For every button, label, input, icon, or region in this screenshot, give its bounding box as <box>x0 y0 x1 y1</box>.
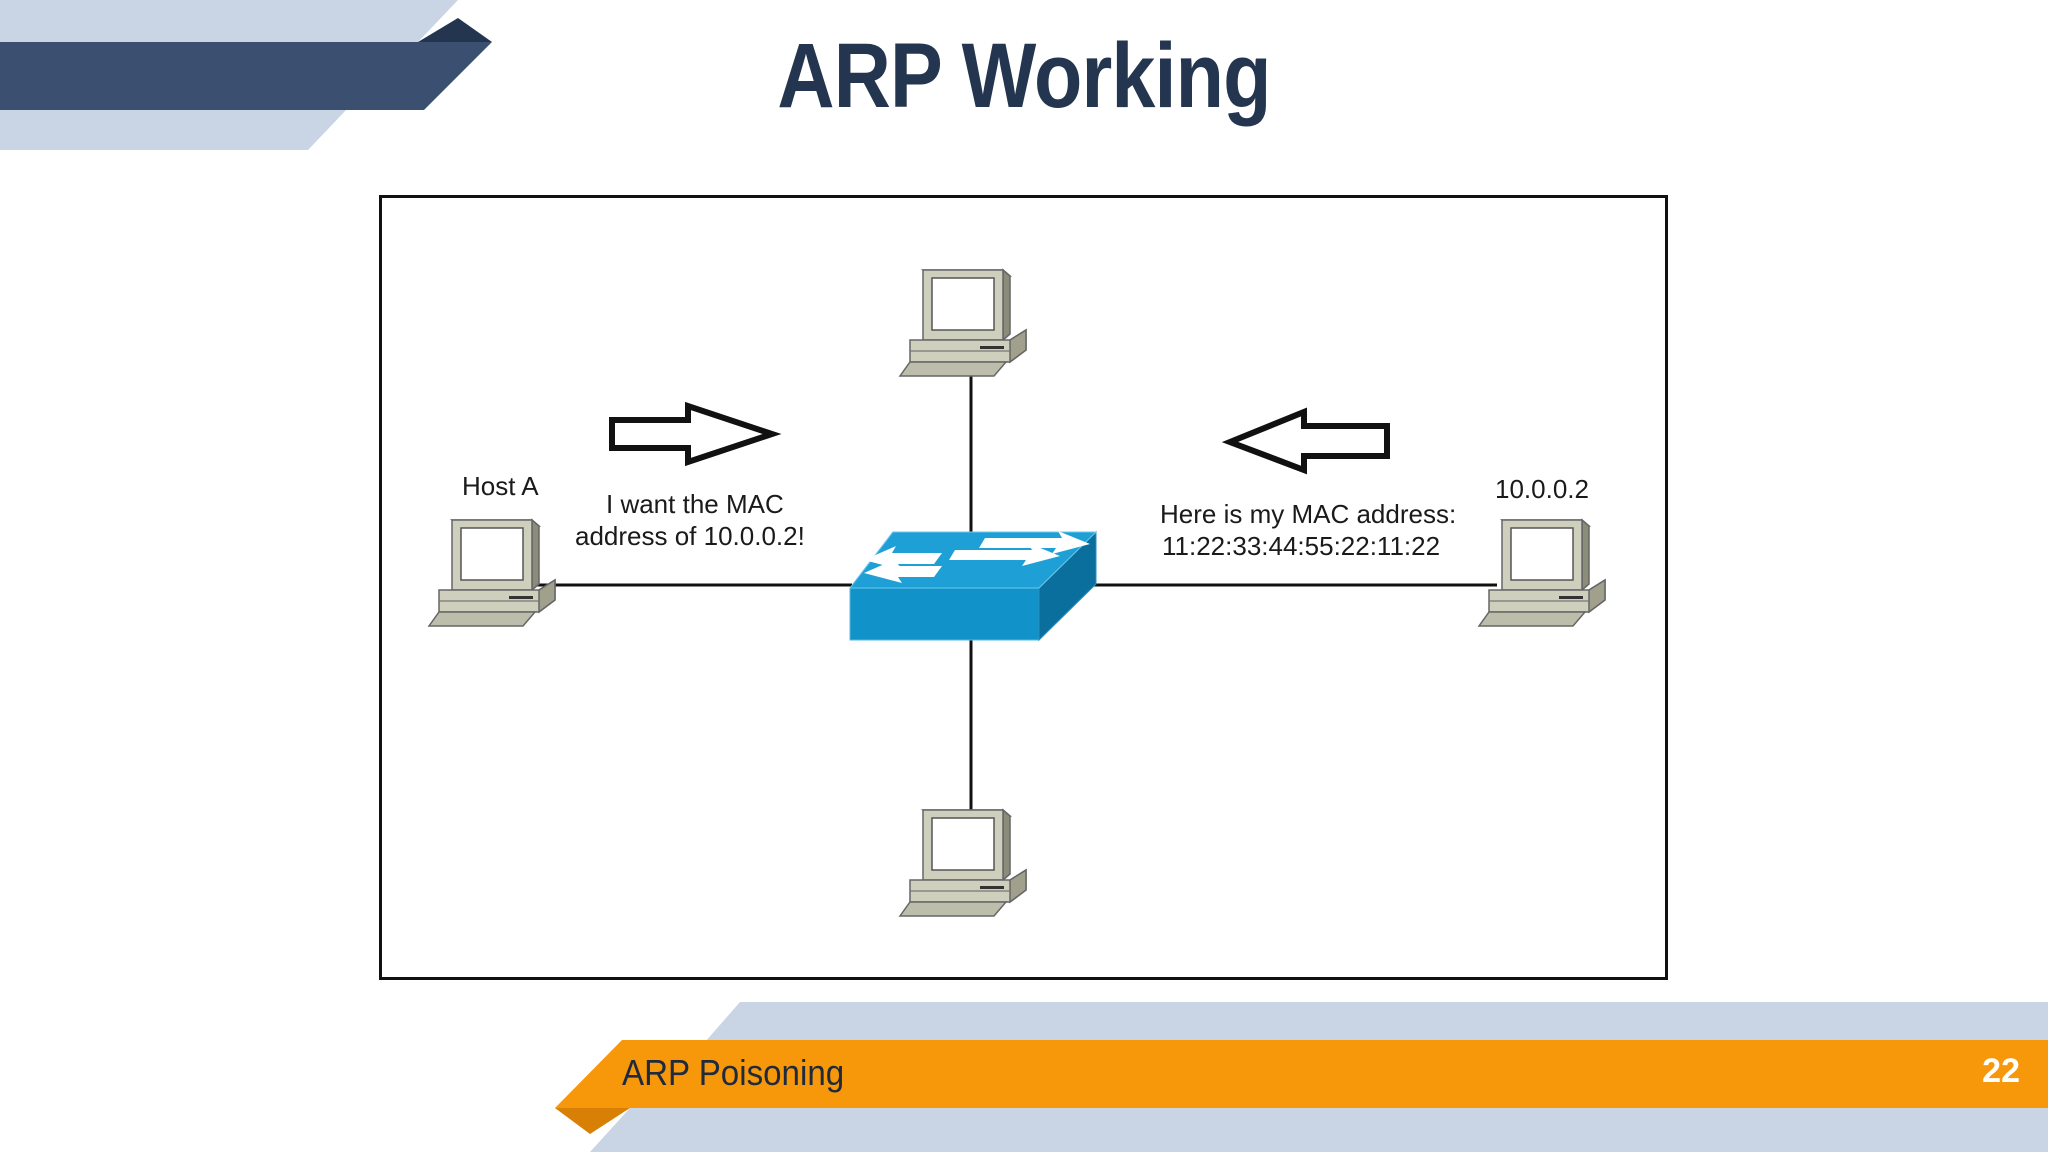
top-computer-icon <box>899 269 1027 377</box>
request-arrow-icon <box>609 401 782 467</box>
top-left-dark-banner-tip <box>418 18 492 42</box>
bottom-light-band-lower <box>590 1108 2048 1152</box>
top-left-light-band <box>0 0 458 42</box>
request-message-line2: address of 10.0.0.2! <box>575 521 805 551</box>
host-a-computer-icon <box>428 519 556 627</box>
host-a-label: Host A <box>462 471 539 501</box>
arp-diagram <box>428 269 1606 917</box>
footer-orange-banner <box>555 1040 2048 1108</box>
network-switch-icon <box>848 530 1098 642</box>
arp-diagram-frame: Host A I want the MAC address of 10.0.0.… <box>379 195 1668 980</box>
bottom-computer-icon <box>899 809 1027 917</box>
reply-message-line2: 11:22:33:44:55:22:11:22 <box>1162 531 1441 561</box>
bottom-light-band-upper <box>705 1002 2048 1042</box>
footer-title: ARP Poisoning <box>622 1052 845 1093</box>
page-title: ARP Working <box>777 25 1271 127</box>
reply-message-line1: Here is my MAC address: <box>1160 499 1457 529</box>
top-left-dark-banner <box>0 42 492 110</box>
host-b-computer-icon <box>1478 519 1606 627</box>
request-message-line1: I want the MAC <box>606 489 784 519</box>
top-left-light-band-lower <box>0 108 348 150</box>
footer-orange-banner-tail <box>555 1108 630 1134</box>
reply-arrow-icon <box>1221 407 1390 475</box>
page-number: 22 <box>1982 1052 2020 1090</box>
host-b-ip-label: 10.0.0.2 <box>1495 474 1589 504</box>
